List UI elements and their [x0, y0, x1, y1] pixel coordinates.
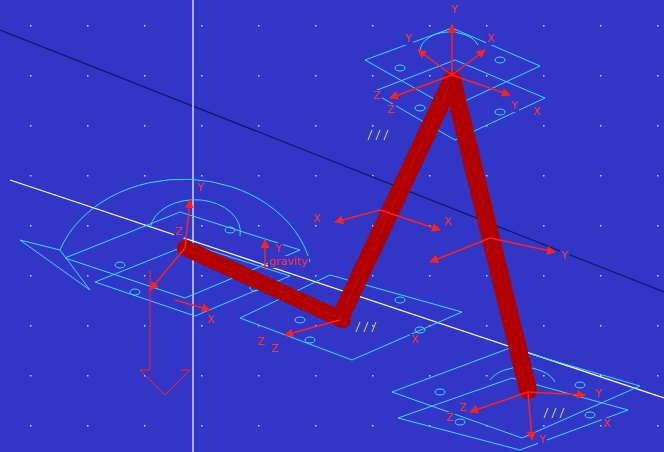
plates — [20, 28, 640, 450]
axis-label: X — [486, 33, 496, 45]
axis-label: X — [443, 216, 453, 228]
axis-label: Y — [538, 434, 547, 446]
axis-label: Z — [372, 90, 382, 102]
axis-label: Z — [256, 336, 266, 348]
ground-line — [10, 180, 664, 398]
axis-label: Y — [594, 388, 603, 400]
axis-label: X — [206, 314, 216, 326]
axis-label: Z — [174, 226, 184, 238]
link-centerlines — [185, 80, 452, 320]
axis-label: Y — [404, 33, 413, 45]
links — [185, 80, 528, 390]
axis-label: Y — [510, 100, 519, 112]
frame-axes — [150, 25, 585, 440]
gravity-label: gravity — [268, 256, 309, 268]
axis-label: Y — [450, 4, 459, 16]
vertical-axis — [192, 0, 193, 452]
axis-label: Z — [270, 343, 280, 355]
axis-label: X — [410, 334, 420, 346]
axis-label: X — [532, 106, 542, 118]
axis-label: Z — [445, 412, 455, 424]
axis-label: Y — [560, 250, 569, 262]
axis-label: Y — [274, 243, 283, 255]
axis-line — [0, 30, 664, 292]
axis-label: X — [602, 418, 612, 430]
joint-ticks — [356, 130, 564, 418]
axis-label: X — [312, 213, 322, 225]
axis-label: Y — [196, 182, 205, 194]
axis-label: Z — [458, 402, 468, 414]
axis-label: Z — [386, 104, 396, 116]
gravity-arrow — [140, 270, 190, 395]
